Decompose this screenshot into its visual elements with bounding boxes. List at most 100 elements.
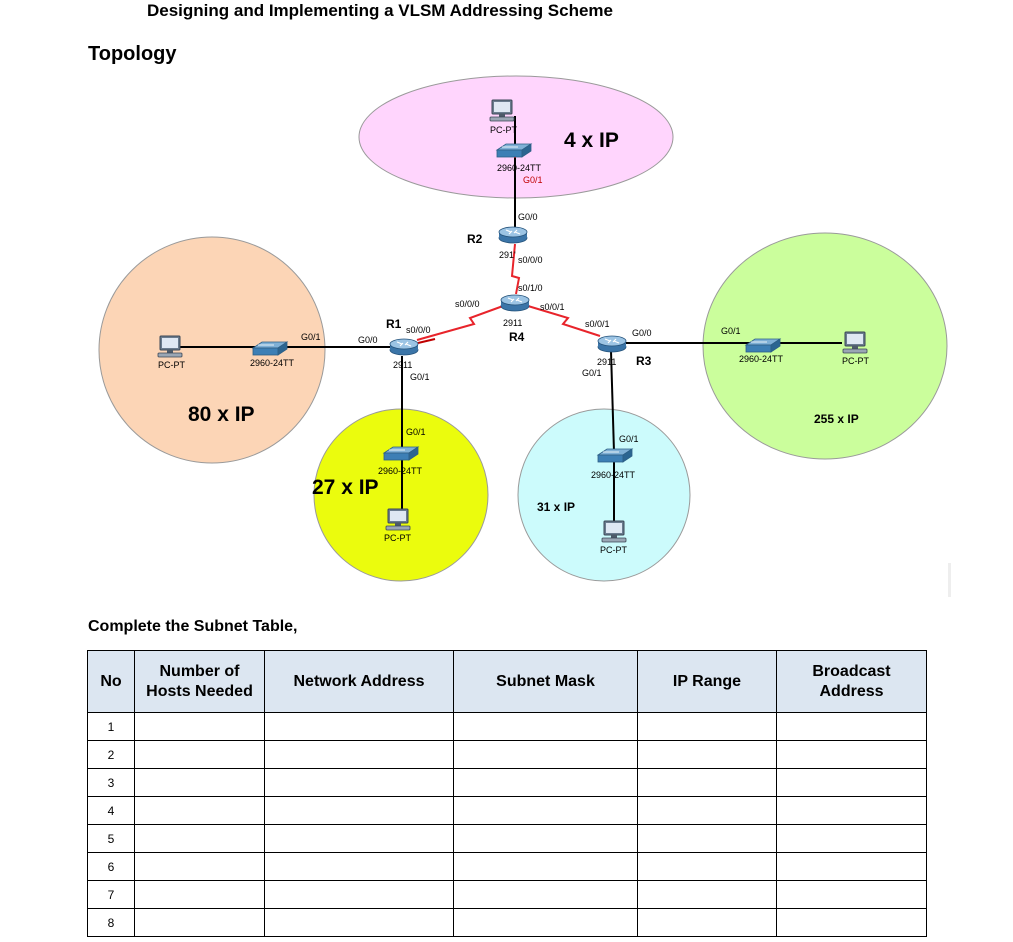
cell-network[interactable] bbox=[264, 712, 454, 741]
cell-broadcast[interactable] bbox=[776, 712, 927, 741]
interface-label-r2-s000: s0/0/0 bbox=[518, 255, 543, 265]
page-edge-mark bbox=[948, 563, 951, 597]
table-row: 3 bbox=[87, 768, 927, 797]
interface-label-r3-s001: s0/0/1 bbox=[585, 319, 610, 329]
cell-mask[interactable] bbox=[453, 908, 638, 937]
router-name-r1: R1 bbox=[386, 317, 402, 331]
cell-range[interactable] bbox=[637, 824, 777, 853]
lan-circle-r3-right bbox=[702, 232, 948, 460]
cell-mask[interactable] bbox=[453, 796, 638, 825]
interface-label-r1-bottom-switch-g01: G0/1 bbox=[406, 427, 426, 437]
router-icon-r1[interactable] bbox=[389, 338, 419, 356]
cell-hosts[interactable] bbox=[134, 824, 265, 853]
switch-label-r3-bottom: 2960-24TT bbox=[591, 470, 636, 480]
router-name-r4: R4 bbox=[509, 330, 525, 344]
serial-link-r1-stub bbox=[417, 338, 436, 344]
cell-range[interactable] bbox=[637, 908, 777, 937]
cell-range[interactable] bbox=[637, 740, 777, 769]
router-icon-r3[interactable] bbox=[597, 335, 627, 353]
table-row: 8 bbox=[87, 908, 927, 937]
serial-links bbox=[416, 243, 601, 341]
header-no: No bbox=[87, 650, 135, 713]
topology-diagram: PC-PT 4 x IP 2960-24TT G0/1 G0/0 R2 291'… bbox=[98, 75, 951, 597]
table-row: 2 bbox=[87, 740, 927, 769]
cell-broadcast[interactable] bbox=[776, 880, 927, 909]
hosts-label-r1-left-lan: 80 x IP bbox=[188, 403, 255, 426]
cell-network[interactable] bbox=[264, 908, 454, 937]
interface-label-r3-g01: G0/1 bbox=[582, 368, 602, 378]
cell-hosts[interactable] bbox=[134, 908, 265, 937]
cell-range[interactable] bbox=[637, 796, 777, 825]
pc-icon-r3-right[interactable] bbox=[842, 331, 868, 354]
interface-label-r3-bottom-switch-g01: G0/1 bbox=[619, 434, 639, 444]
switch-label-r2: 2960-24TT bbox=[497, 163, 542, 173]
cell-hosts[interactable] bbox=[134, 740, 265, 769]
router-model-r4: 2911 bbox=[503, 318, 522, 328]
table-row: 7 bbox=[87, 880, 927, 909]
cell-broadcast[interactable] bbox=[776, 824, 927, 853]
cell-range[interactable] bbox=[637, 768, 777, 797]
table-row: 5 bbox=[87, 824, 927, 853]
lan-circle-r1-left bbox=[98, 236, 326, 464]
cell-range[interactable] bbox=[637, 712, 777, 741]
interface-label-r3-right-switch-g01: G0/1 bbox=[721, 326, 741, 336]
router-name-r3: R3 bbox=[636, 354, 652, 368]
cell-network[interactable] bbox=[264, 852, 454, 881]
cell-mask[interactable] bbox=[453, 880, 638, 909]
table-intro: Complete the Subnet Table, bbox=[88, 618, 298, 635]
cell-hosts[interactable] bbox=[134, 880, 265, 909]
cell-mask[interactable] bbox=[453, 740, 638, 769]
cell-range[interactable] bbox=[637, 880, 777, 909]
cell-mask[interactable] bbox=[453, 768, 638, 797]
hosts-label-r2-lan: 4 x IP bbox=[564, 129, 619, 152]
document-title: Designing and Implementing a VLSM Addres… bbox=[147, 1, 614, 20]
cell-hosts[interactable] bbox=[134, 796, 265, 825]
cell-no: 1 bbox=[87, 712, 135, 741]
router-model-r3: 2911 bbox=[597, 357, 616, 367]
switch-label-r1-left: 2960-24TT bbox=[250, 358, 295, 368]
switch-label-r1-bottom: 2960-24TT bbox=[378, 466, 423, 476]
hosts-label-r3-right-lan: 255 x IP bbox=[814, 412, 859, 426]
cell-no: 4 bbox=[87, 796, 135, 825]
interface-label-r3-g00: G0/0 bbox=[632, 328, 652, 338]
cell-hosts[interactable] bbox=[134, 712, 265, 741]
pc-icon-r1-left[interactable] bbox=[157, 335, 183, 358]
cell-broadcast[interactable] bbox=[776, 768, 927, 797]
cell-hosts[interactable] bbox=[134, 852, 265, 881]
hosts-label-r3-bottom-lan: 31 x IP bbox=[537, 500, 575, 514]
pc-icon-r1-bottom[interactable] bbox=[385, 508, 411, 531]
header-broadcast-line1: Broadcast bbox=[812, 662, 891, 680]
pc-label-r3-bottom: PC-PT bbox=[600, 545, 628, 555]
router-icon-r4[interactable] bbox=[500, 294, 530, 312]
cell-network[interactable] bbox=[264, 824, 454, 853]
cell-mask[interactable] bbox=[453, 712, 638, 741]
cell-mask[interactable] bbox=[453, 824, 638, 853]
cell-broadcast[interactable] bbox=[776, 908, 927, 937]
section-title-topology: Topology bbox=[88, 43, 177, 65]
pc-label-r2: PC-PT bbox=[490, 125, 518, 135]
cell-network[interactable] bbox=[264, 768, 454, 797]
cell-mask[interactable] bbox=[453, 852, 638, 881]
pc-icon-r3-bottom[interactable] bbox=[601, 520, 627, 543]
cell-network[interactable] bbox=[264, 796, 454, 825]
cell-broadcast[interactable] bbox=[776, 852, 927, 881]
table-row: 4 bbox=[87, 796, 927, 825]
cell-network[interactable] bbox=[264, 880, 454, 909]
cell-broadcast[interactable] bbox=[776, 796, 927, 825]
header-hosts-line2: Hosts Needed bbox=[146, 682, 253, 700]
cell-hosts[interactable] bbox=[134, 768, 265, 797]
pc-icon-r2[interactable] bbox=[489, 99, 515, 122]
router-icon-r2[interactable] bbox=[498, 226, 528, 244]
header-subnet-mask: Subnet Mask bbox=[453, 650, 638, 713]
table-row: 1 bbox=[87, 712, 927, 741]
router-name-r2: R2 bbox=[467, 232, 483, 246]
cell-network[interactable] bbox=[264, 740, 454, 769]
cell-range[interactable] bbox=[637, 852, 777, 881]
hosts-label-r1-bottom-lan: 27 x IP bbox=[312, 476, 379, 499]
interface-label-r1-g00: G0/0 bbox=[358, 335, 378, 345]
interface-label-r4-s010: s0/1/0 bbox=[518, 283, 543, 293]
cell-broadcast[interactable] bbox=[776, 740, 927, 769]
